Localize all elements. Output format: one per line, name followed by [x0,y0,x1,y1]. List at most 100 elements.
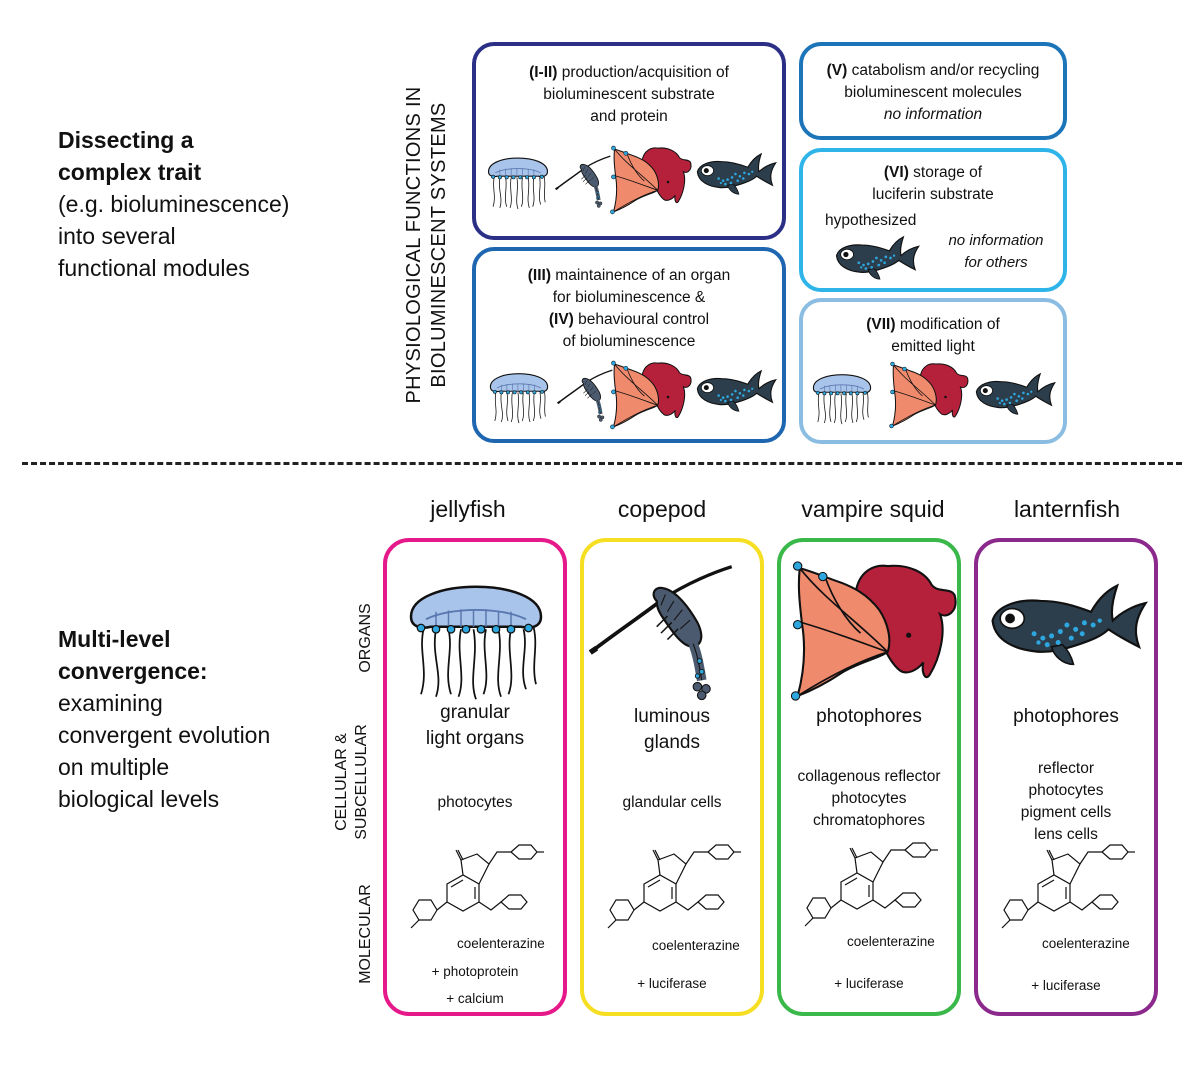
jellyfish-organ-label: granular light organs [383,700,567,752]
vampire-squid-organ-label: photophores [816,706,922,727]
intro-bold-line-2: complex trait [58,159,202,185]
jellyfish-cofactors: + photoprotein + calcium [383,958,567,1012]
box-light-line-2: emitted light [891,338,975,355]
box-catabolism-numeral: (V) [826,62,848,79]
jellyfish-cell-label: photocytes [437,794,513,811]
lanternfish-cell-3: pigment cells [1020,804,1112,821]
box-catabolism-line-2: bioluminescent molecules [844,84,1022,101]
box-production-text: (I-II) production/acquisition of biolumi… [476,62,782,128]
box-light-numeral: (VII) [866,316,896,333]
box-light-line-1: modification of [895,316,1000,333]
lanternfish-cell-4: lens cells [1034,826,1098,843]
vampire-squid-icon [604,359,696,431]
intro-bold-line-1: Dissecting a [58,127,194,153]
box-storage-text: (VI) storage of luciferin substrate [803,162,1063,206]
lanternfish-molecule-label: coelenterazine [1042,936,1130,951]
organism-box-vampire-squid: photophores collagenous reflector photoc… [777,538,961,1016]
lanternfish-icon [694,150,778,198]
box-behaviour-numeral: (IV) [548,311,574,328]
vampire-squid-cell-1: collagenous reflector [797,768,941,785]
level-label-cellular-line-1: CELLULAR & [333,733,350,831]
heading-line-2: BIOLUMINESCENT SYSTEMS [428,102,450,388]
vampire-squid-icon [883,360,973,430]
jellyfish-icon [486,363,552,425]
lanternfish-organ-label: photophores [1013,706,1119,727]
box-production-line-2: bioluminescent substrate [543,86,715,103]
box-storage-note: no information for others [931,230,1061,274]
lanternfish-icon [973,370,1057,418]
box-maintenance-text: (III) maintainence of an organ for biolu… [476,265,782,353]
copepod-organ-label: luminous glands [580,704,764,756]
convergence-line-1: examining [58,690,163,716]
jellyfish-cofactor-1: + photoprotein [431,964,519,979]
lanternfish-cell-1: reflector [1038,760,1094,777]
box-storage-numeral: (VI) [883,164,909,181]
copepod-organ-line-2: glands [644,732,700,753]
function-box-maintenance-behaviour: (III) maintainence of an organ for biolu… [472,247,786,443]
lanternfish-cell-2: photocytes [1028,782,1104,799]
box-maintenance-numeral: (III) [527,267,551,284]
organism-box-copepod: luminous glands glandular cells coelente… [580,538,764,1016]
box-storage-line-1: storage of [908,164,983,181]
organism-name-lanternfish: lanternfish [1013,496,1121,522]
lanternfish-icon [833,234,921,282]
box-production-line-1: production/acquisition of [557,64,729,81]
convergence-line-3: on multiple [58,754,170,780]
box-production-line-3: and protein [590,108,668,125]
function-box-light-modification: (VII) modification of emitted light [799,298,1067,444]
box-storage-note-line-2: for others [964,254,1028,271]
lanternfish-icon [986,580,1150,670]
jellyfish-molecule-label: coelenterazine [457,936,545,951]
copepod-molecule-label: coelenterazine [652,938,740,953]
vampire-squid-icon [604,144,696,216]
jellyfish-organ-line-2: light organs [425,728,525,749]
jellyfish-cofactor-2: + calcium [446,991,504,1006]
level-label-cellular-line-2: SUBCELLULAR [353,724,370,840]
convergence-line-2: convergent evolution [58,722,271,748]
function-box-catabolism: (V) catabolism and/or recycling biolumin… [799,42,1067,140]
copepod-organ-line-1: luminous [633,706,711,727]
intro-line-2: into several [58,223,176,249]
vampire-squid-cofactor: + luciferase [834,976,904,991]
convergence-bold-line-2: convergence: [58,658,208,684]
heading-line-1: PHYSIOLOGICAL FUNCTIONS IN [403,86,425,404]
box-storage-hypothesized: hypothesized [825,212,917,229]
function-box-production: (I-II) production/acquisition of biolumi… [472,42,786,240]
convergence-bold-line-1: Multi-level [58,626,171,652]
jellyfish-icon [401,564,551,702]
vampire-squid-molecule-label: coelenterazine [847,934,935,949]
box-storage-note-line-1: no information [948,232,1044,249]
box-behaviour-line-2: of bioluminescence [562,333,696,350]
jellyfish-icon [809,364,875,426]
lanternfish-cofactor: + luciferase [1031,978,1101,993]
box-storage-line-2: luciferin substrate [872,186,994,203]
level-label-cellular: CELLULAR & SUBCELLULAR [332,724,372,840]
level-label-organs: ORGANS [357,603,374,673]
physiological-functions-heading: PHYSIOLOGICAL FUNCTIONS IN BIOLUMINESCEN… [392,70,462,420]
function-box-storage: (VI) storage of luciferin substrate hypo… [799,148,1067,292]
copepod-cell-label: glandular cells [622,794,722,811]
organism-name-vampire-squid: vampire squid [801,496,945,522]
intro-line-3: functional modules [58,255,250,281]
section-divider [22,462,1182,465]
jellyfish-organ-line-1: granular [440,702,510,723]
box-light-text: (VII) modification of emitted light [803,314,1063,358]
intro-text-convergence: Multi-level convergence: examining conve… [58,623,270,815]
convergence-line-4: biological levels [58,786,220,812]
lanternfish-cell-labels: reflector photocytes pigment cells lens … [974,758,1158,846]
copepod-icon [586,556,736,706]
box-behaviour-line-1: behavioural control [573,311,710,328]
box-production-numeral: (I-II) [529,64,558,81]
intro-text-dissecting: Dissecting a complex trait (e.g. biolumi… [58,124,289,284]
vampire-squid-cell-3: chromatophores [812,812,925,829]
organism-box-jellyfish: granular light organs photocytes coelent… [383,538,567,1016]
box-catabolism-line-1: catabolism and/or recycling [847,62,1040,79]
box-maintenance-line-2: for bioluminescence & [552,289,706,306]
box-maintenance-line-1: maintainence of an organ [551,267,731,284]
jellyfish-icon [484,146,552,212]
lanternfish-icon [694,367,778,415]
vampire-squid-cell-2: photocytes [831,790,907,807]
box-catabolism-note: no information [883,106,983,123]
level-label-molecular: MOLECULAR [357,884,374,984]
organism-name-copepod: copepod [617,496,707,522]
